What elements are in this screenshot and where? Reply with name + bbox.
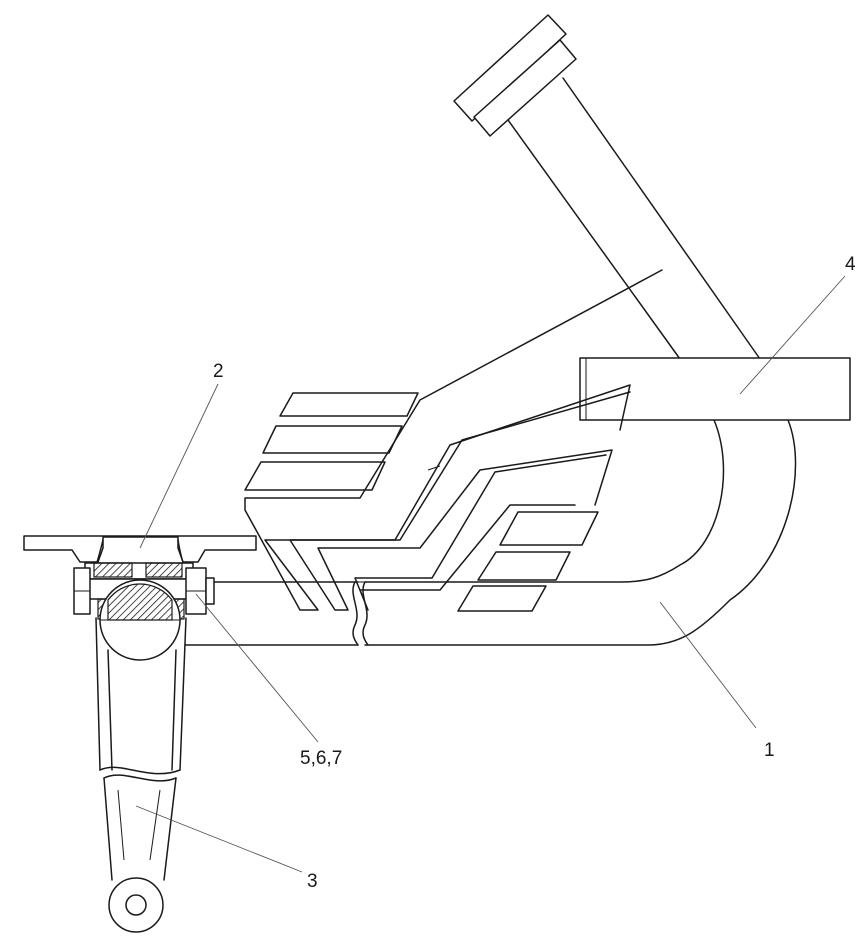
callout-1: 1 [764, 740, 775, 761]
pedal-pad-outer [453, 14, 567, 122]
chevron-middle [289, 391, 631, 611]
leader-3 [135, 805, 303, 873]
lower-arm-upper-body [95, 617, 187, 771]
hatch-insert-left [93, 562, 133, 578]
lower-arm-inner-lines [107, 649, 177, 771]
chevron-outer [244, 269, 663, 611]
pedal-stem-right [562, 77, 761, 360]
slat-lower-2 [477, 551, 571, 581]
lower-arm-stem [103, 777, 177, 881]
chevron-inner [354, 454, 607, 611]
lower-arm-part-3 [95, 617, 187, 933]
bracket-plate [579, 357, 851, 421]
arm-inner-contour [364, 419, 725, 583]
leader-lines [135, 275, 846, 873]
slat-upper-3 [244, 461, 386, 491]
flange-plate [23, 535, 257, 563]
lower-arm-break [99, 766, 181, 775]
callout-labels: 1 2 3 4 5,6,7 [213, 254, 856, 892]
arm-outer-contour [364, 419, 797, 646]
leader-4 [739, 275, 846, 395]
slat-lower-3 [457, 585, 547, 612]
break-line-right [362, 581, 369, 646]
shaft-hatch-cap [107, 583, 173, 621]
lower-arm-stem-inner [117, 789, 161, 861]
lower-arm-break-2 [103, 774, 177, 782]
chevron-stripes [244, 269, 663, 612]
callout-3: 3 [307, 871, 318, 892]
callout-5-6-7: 5,6,7 [300, 748, 342, 769]
lever-arm-part-1 [184, 14, 797, 646]
leader-567 [195, 593, 319, 743]
small-mark [427, 465, 441, 471]
leader-1 [659, 601, 757, 729]
slat-upper-2 [262, 425, 403, 454]
flange-neck [95, 539, 185, 566]
pedal-pad-inner [473, 39, 577, 137]
callout-4: 4 [845, 254, 856, 275]
pedal-stem-left [507, 119, 681, 360]
lower-arm-eye-hole [125, 894, 147, 916]
slat-upper-1 [279, 392, 419, 417]
bracket-part-4 [579, 357, 851, 421]
flange-part-2 [23, 535, 257, 566]
bolt-tip [205, 577, 215, 605]
clamp-assembly [73, 562, 215, 661]
hatch-insert-right [145, 562, 183, 578]
callout-2: 2 [213, 361, 224, 382]
slat-lower-1 [499, 511, 599, 546]
break-line-left [352, 581, 359, 646]
leader-2 [139, 383, 219, 549]
